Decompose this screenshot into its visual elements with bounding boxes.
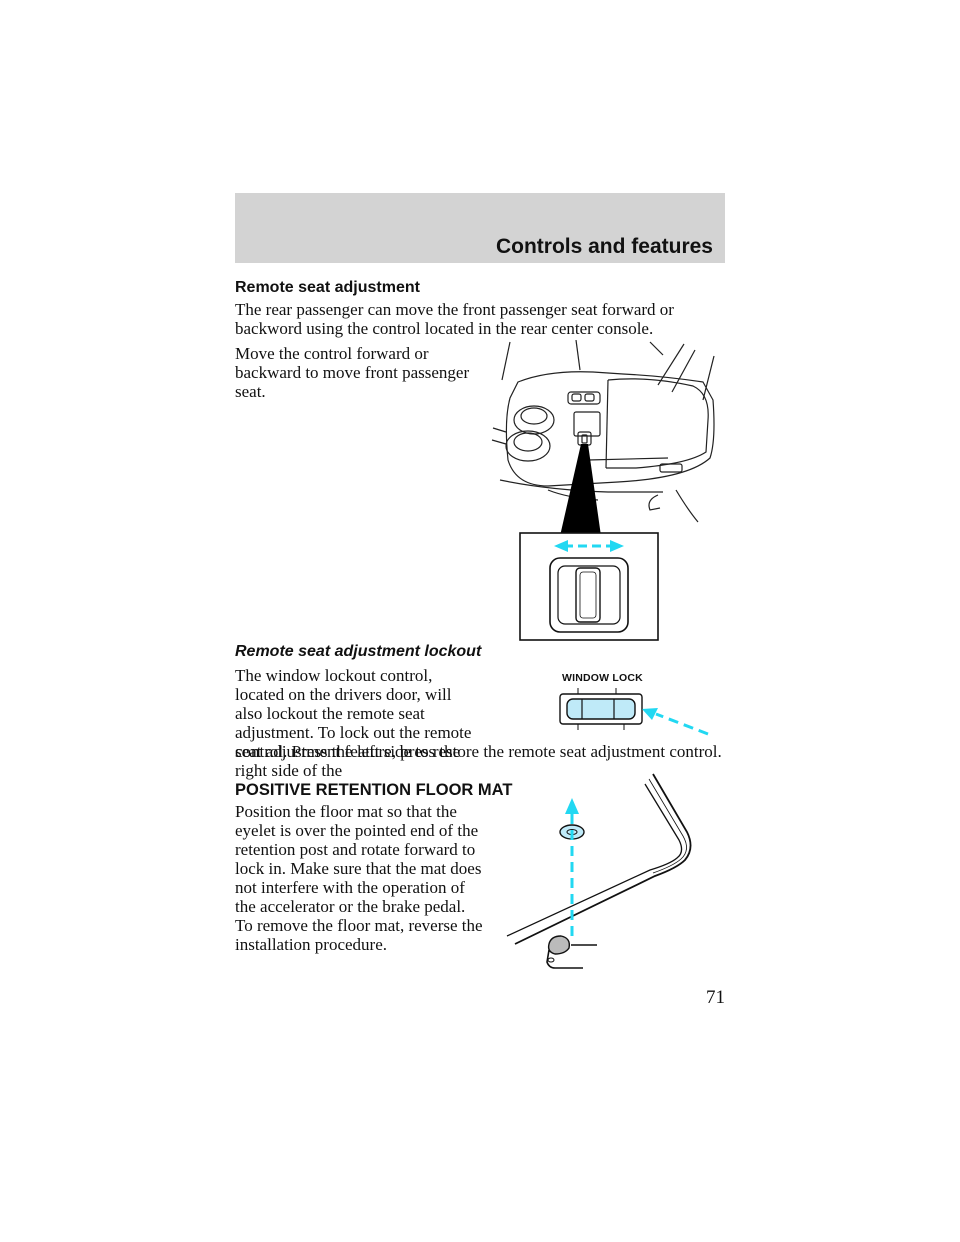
remote-seat-instruction: Move the control forward or backward to … (235, 344, 470, 401)
floor-mat-heading: POSITIVE RETENTION FLOOR MAT (235, 781, 513, 799)
lockout-text-wide: control. Press the left side to restore … (235, 742, 722, 761)
window-lock-switch-icon (559, 688, 709, 736)
lockout-heading: Remote seat adjustment lockout (235, 643, 482, 660)
window-lock-label: WINDOW LOCK (562, 672, 643, 684)
page-number: 71 (706, 987, 725, 1008)
section-title: Controls and features (495, 235, 713, 258)
window-lock-switch-illustration: WINDOW LOCK (552, 672, 732, 740)
floor-mat-retention-illustration (506, 773, 692, 969)
remote-seat-heading: Remote seat adjustment (235, 279, 420, 296)
section-header-band: Controls and features (235, 193, 725, 263)
floor-mat-text: Position the floor mat so that the eyele… (235, 802, 483, 954)
console-illustration (491, 340, 715, 641)
lockout-text-narrow: The window lockout control, located on t… (235, 666, 472, 780)
remote-seat-intro: The rear passenger can move the front pa… (235, 300, 674, 338)
